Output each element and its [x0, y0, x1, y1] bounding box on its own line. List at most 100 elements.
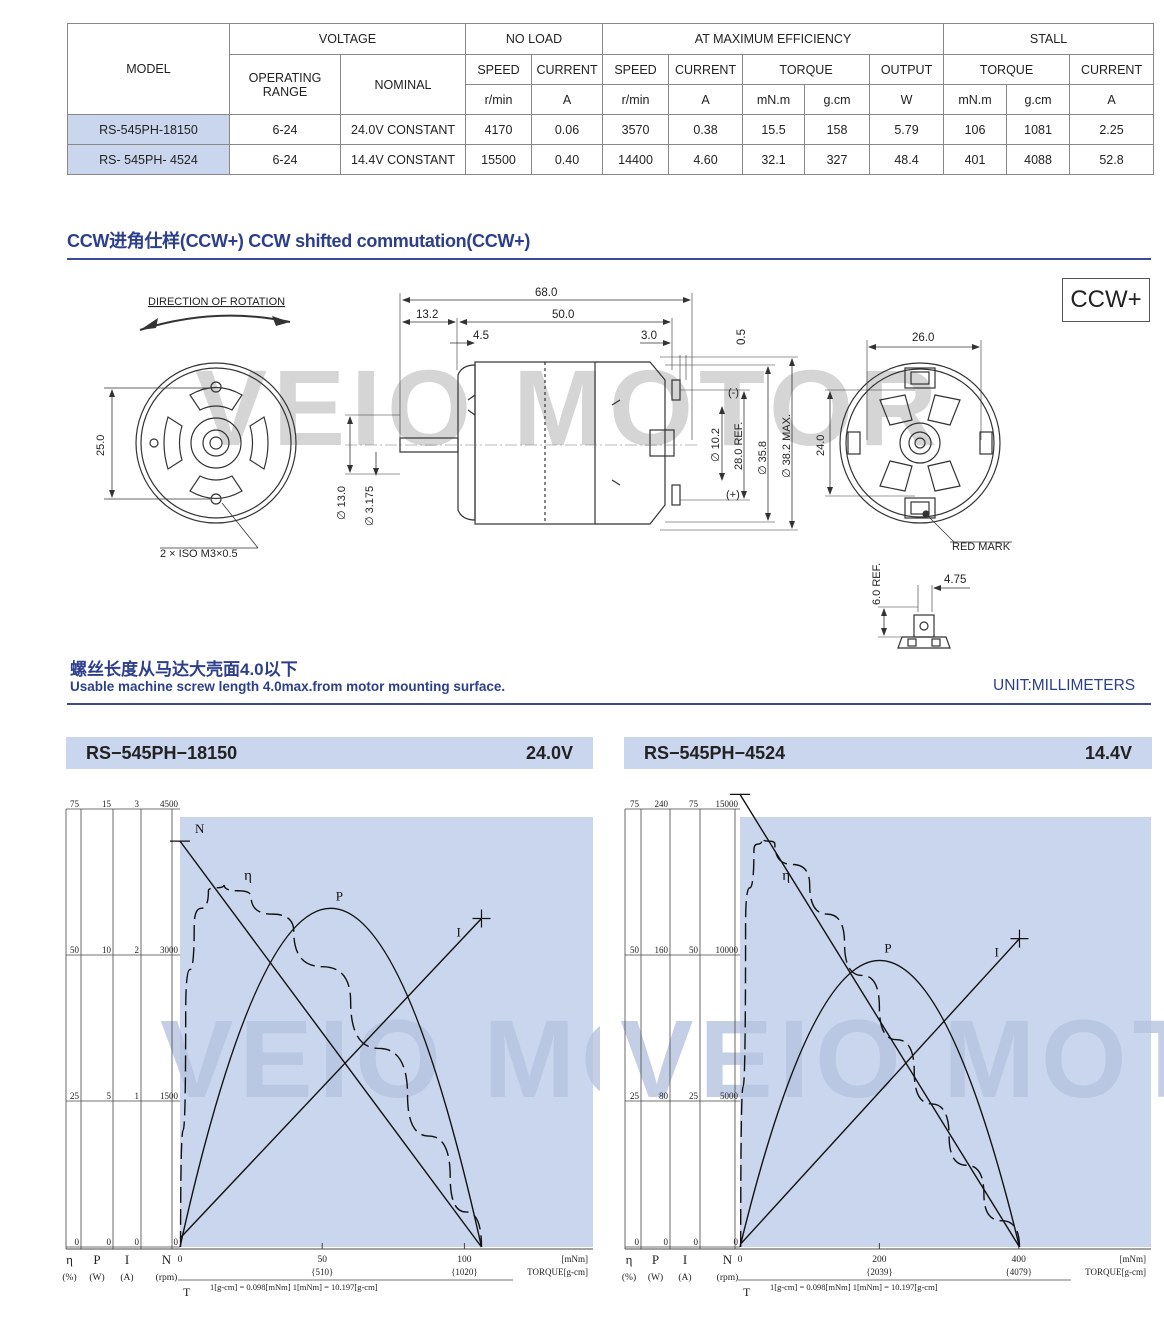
tick-label-N: 4500	[160, 799, 179, 809]
dim-24: 24.0	[815, 435, 827, 456]
rotation-arrow-icon	[139, 314, 291, 331]
series-label-P: P	[884, 940, 891, 955]
row-me-current: 0.38	[668, 114, 744, 145]
x-tick-label-gcm: {2039}	[866, 1267, 893, 1277]
rear-end-view	[839, 362, 1001, 524]
unit-st-torque-gcm: g.cm	[1006, 84, 1071, 115]
tick-label-I: 3	[135, 799, 140, 809]
tick-label-eta: 50	[70, 945, 80, 955]
x-tick-label-mnm: 50	[317, 1255, 327, 1265]
row-me-speed: 3570	[602, 114, 670, 145]
row-nl-current: 0.06	[531, 114, 604, 145]
row-range: 6-24	[229, 144, 341, 175]
axis-name-N: N	[162, 1252, 172, 1267]
x-tick-label-mnm: 0	[178, 1255, 183, 1265]
series-label-N: N	[195, 821, 205, 836]
x-tick-label-gcm: {510}	[311, 1267, 333, 1277]
dim-25: 25.0	[95, 435, 107, 456]
chart-header-1: RS−545PH−18150 24.0V	[66, 737, 593, 769]
tick-label-P: 80	[659, 1091, 669, 1101]
row-st-current: 52.8	[1069, 144, 1155, 175]
plot-background	[180, 817, 593, 1247]
tick-label-I: 1	[135, 1091, 140, 1101]
row-me-output: 48.4	[869, 144, 945, 175]
dim-26: 26.0	[912, 332, 934, 344]
row-st-torque-mnm: 106	[943, 114, 1008, 145]
header-me-torque: TORQUE	[742, 54, 871, 85]
axis-name-N: N	[723, 1252, 733, 1267]
unit-me-torque-mnm: mN.m	[742, 84, 806, 115]
dim-50: 50.0	[552, 309, 574, 321]
dim-28-ref: 28.0 REF.	[733, 422, 745, 470]
row-st-torque-gcm: 1081	[1006, 114, 1071, 145]
terminal-detail	[897, 614, 951, 649]
series-label-eta: η	[782, 868, 790, 884]
unit-me-torque-gcm: g.cm	[804, 84, 871, 115]
row-nl-speed: 15500	[465, 144, 533, 175]
watermark-text: VEIO MOTOR	[195, 347, 943, 468]
dim-68: 68.0	[535, 287, 557, 299]
t-label: T	[183, 1285, 191, 1299]
tick-label-N: 5000	[720, 1091, 739, 1101]
row-model: RS-545PH-18150	[67, 114, 230, 145]
tick-label-N: 15000	[716, 799, 739, 809]
header-st-torque: TORQUE	[943, 54, 1071, 85]
axis-name-P: P	[652, 1252, 659, 1267]
header-no-load: NO LOAD	[465, 23, 604, 55]
screw-note-cn: 螺丝长度从马达大壳面4.0以下	[70, 660, 298, 679]
header-max-efficiency: AT MAXIMUM EFFICIENCY	[602, 23, 945, 55]
unit-label: UNIT:MILLIMETERS	[993, 677, 1136, 694]
tick-label-eta: 75	[70, 799, 80, 809]
chart-header-2: RS−545PH−4524 14.4V	[624, 737, 1152, 769]
header-nominal: NOMINAL	[339, 54, 467, 115]
x-tick-label-gcm: {4079}	[1005, 1267, 1032, 1277]
row-me-torque-mnm: 15.5	[742, 114, 806, 145]
header-model: MODEL	[67, 23, 230, 115]
tick-label-I: 75	[689, 799, 699, 809]
axis-name-eta: η	[66, 1252, 73, 1267]
tick-label-eta: 25	[70, 1091, 80, 1101]
axis-unit-I: (A)	[678, 1272, 691, 1283]
tick-label-P: 15	[102, 799, 112, 809]
axis-unit-N: (rpm)	[717, 1272, 739, 1283]
row-me-torque-gcm: 158	[804, 114, 871, 145]
dim-35-8: ∅ 35.8	[757, 441, 769, 475]
row-st-torque-gcm: 4088	[1006, 144, 1071, 175]
row-st-torque-mnm: 401	[943, 144, 1008, 175]
terminal-minus: (-)	[728, 387, 739, 399]
series-line-eta	[179, 884, 483, 1248]
dim-10-2: ∅ 10.2	[710, 428, 722, 462]
row-me-output: 5.79	[869, 114, 945, 145]
axis-unit-eta: (%)	[622, 1272, 636, 1283]
unit-st-current: A	[1069, 84, 1155, 115]
t-label: T	[743, 1285, 751, 1299]
series-line-I	[179, 918, 482, 1239]
header-me-speed: SPEED	[602, 54, 670, 85]
tick-label-N: 1500	[160, 1091, 179, 1101]
header-nl-speed: SPEED	[465, 54, 533, 85]
tick-label-P: 240	[655, 799, 669, 809]
table-row: RS-545PH-18150 6-24 24.0V CONSTANT 4170 …	[67, 114, 1155, 145]
chart-model-2: RS−545PH−4524	[644, 742, 786, 763]
row-me-torque-mnm: 32.1	[742, 144, 806, 175]
conversion-note: 1[g-cm] = 0.098[mNm] 1[mNm] = 10.197[g-c…	[210, 1282, 378, 1292]
row-st-current: 2.25	[1069, 114, 1155, 145]
tick-label-I: 25	[689, 1091, 699, 1101]
row-me-speed: 14400	[602, 144, 670, 175]
series-label-I: I	[994, 945, 998, 960]
performance-chart-1: VEIO MOTOR0255075η(%)051015P(W)0123I(A)0…	[62, 799, 600, 1299]
dim-13-2: 13.2	[416, 309, 438, 321]
series-label-eta: η	[244, 868, 252, 884]
tick-label-eta: 0	[635, 1237, 640, 1247]
tick-label-N: 3000	[160, 945, 179, 955]
table-row: RS- 545PH- 4524 6-24 14.4V CONSTANT 1550…	[67, 144, 1155, 175]
ccw-label-box: CCW+	[1062, 278, 1150, 322]
series-line-N	[179, 840, 483, 1248]
series-line-P	[179, 907, 483, 1248]
x-tick-label-mnm: 100	[457, 1255, 472, 1265]
chart-voltage-1: 24.0V	[525, 742, 573, 763]
plot-background	[740, 817, 1151, 1247]
watermark-text: VEIO MOTOR	[620, 998, 1164, 1121]
header-me-current: CURRENT	[668, 54, 744, 85]
tick-label-N: 10000	[716, 945, 739, 955]
